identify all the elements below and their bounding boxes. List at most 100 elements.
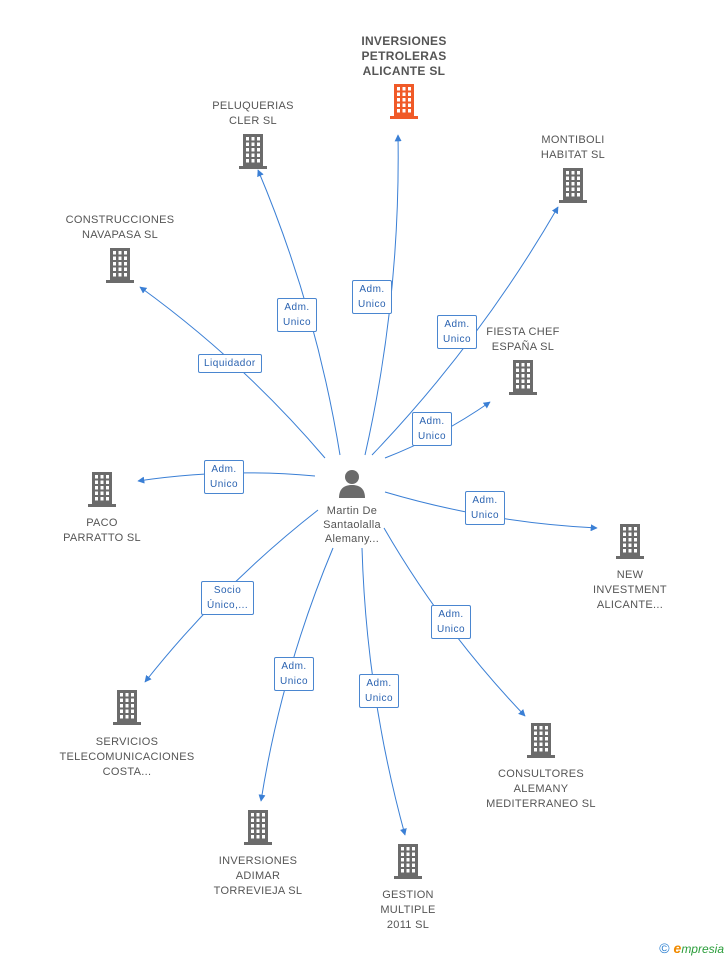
company-name-line: NEW	[616, 569, 644, 581]
company-name[interactable]: MONTIBOLI HABITAT SL	[498, 133, 648, 163]
company-name-line: INVERSIONES	[361, 34, 447, 48]
center-person-name-line: Martin De	[326, 505, 378, 517]
company-icon-wrap[interactable]	[183, 810, 333, 851]
company-name-line: CLER SL	[229, 115, 277, 127]
relation-label-line: Adm.	[281, 661, 307, 672]
company-node-peluquerias-cler[interactable]: PELUQUERIAS CLER SL	[178, 99, 328, 175]
company-icon-wrap[interactable]	[448, 360, 598, 401]
company-name-line: PELUQUERIAS	[212, 100, 294, 112]
relation-label-line: Liquidador	[204, 358, 256, 369]
company-icon-wrap[interactable]	[466, 723, 616, 764]
relation-label-line: Adm.	[211, 464, 237, 475]
footer-brand: ©empresia	[659, 940, 724, 956]
building-icon	[559, 168, 587, 203]
company-name-line: CONSULTORES	[497, 768, 585, 780]
relation-label-line: Adm.	[444, 319, 470, 330]
building-icon	[616, 524, 644, 559]
relation-label-line: Socio	[213, 585, 242, 596]
center-person-name-line: Santaolalla	[323, 519, 381, 531]
company-icon-wrap[interactable]	[27, 472, 177, 513]
company-node-servicios-telecom[interactable]: SERVICIOS TELECOMUNICACIONES COSTA...	[52, 690, 202, 780]
company-name-line: 2011 SL	[386, 919, 430, 931]
building-icon	[509, 360, 537, 395]
relation-label-line: Adm.	[438, 609, 464, 620]
company-name-line: INVESTMENT	[593, 584, 667, 596]
relation-label-gestion-multiple[interactable]: Adm.Unico	[359, 674, 400, 708]
building-icon	[88, 472, 116, 507]
relation-label-line: Adm.	[359, 284, 385, 295]
company-name-line: MEDITERRANEO SL	[486, 798, 596, 810]
relation-label-line: Adm.	[284, 302, 310, 313]
relation-label-inversiones-adimar[interactable]: Adm. Unico	[274, 657, 315, 691]
company-name-line: CONSTRUCCIONES	[65, 214, 175, 226]
company-name[interactable]: FIESTA CHEF ESPAÑA SL	[448, 325, 598, 355]
company-name-line: MONTIBOLI	[541, 134, 605, 146]
company-icon-wrap[interactable]	[498, 168, 648, 209]
company-node-fiesta-chef[interactable]: FIESTA CHEF ESPAÑA SL	[448, 325, 598, 401]
relation-label-line: Adm.	[472, 495, 498, 506]
relation-label-construcciones-navapasa[interactable]: Liquidador	[198, 354, 262, 373]
company-icon-wrap[interactable]	[52, 690, 202, 731]
company-name[interactable]: CONSTRUCCIONES NAVAPASA SL	[45, 213, 195, 243]
relation-label-line: Unico	[443, 334, 472, 345]
relation-label-line: Adm.	[366, 678, 392, 689]
company-name[interactable]: NEW INVESTMENT ALICANTE...	[555, 568, 705, 613]
relation-label-peluquerias-cler[interactable]: Adm. Unico	[277, 298, 318, 332]
building-icon	[106, 248, 134, 283]
company-node-construcciones-navapasa[interactable]: CONSTRUCCIONES NAVAPASA SL	[45, 213, 195, 289]
building-icon	[239, 134, 267, 169]
company-icon-wrap[interactable]	[178, 134, 328, 175]
relation-label-consultores-alemany[interactable]: Adm. Unico	[431, 605, 472, 639]
relation-label-new-investment[interactable]: Adm.Unico	[465, 491, 506, 525]
relation-label-line: Único,...	[207, 600, 249, 611]
company-name-line: PACO	[86, 517, 118, 529]
relation-label-line: Unico	[280, 676, 309, 687]
relation-label-paco-parratto[interactable]: Adm. Unico	[204, 460, 245, 494]
company-name-line: FIESTA CHEF	[486, 326, 560, 338]
relation-label-line: Adm.	[419, 416, 445, 427]
company-name-line: COSTA...	[102, 766, 152, 778]
brand-logo-initial: e	[673, 940, 682, 956]
relation-label-line: Unico	[283, 317, 312, 328]
center-person-name-line: Alemany...	[324, 533, 380, 545]
relation-label-inversiones-petroleras[interactable]: Adm. Unico	[352, 280, 393, 314]
company-name-line: ESPAÑA SL	[491, 341, 555, 353]
building-icon	[113, 690, 141, 725]
relation-label-montiboli-habitat[interactable]: Adm. Unico	[437, 315, 478, 349]
relation-label-line: Unico	[358, 299, 387, 310]
company-name-line: TORREVIEJA SL	[213, 885, 303, 897]
relation-label-line: Unico	[210, 479, 239, 490]
company-icon-wrap[interactable]	[45, 248, 195, 289]
brand-logo-name: mpresia	[681, 942, 724, 956]
company-icon-wrap[interactable]	[555, 524, 705, 565]
building-icon	[390, 84, 418, 119]
company-name-line: NAVAPASA SL	[81, 229, 159, 241]
relation-label-line: Unico	[418, 431, 447, 442]
relation-label-line: Unico	[437, 624, 466, 635]
company-node-new-investment[interactable]: NEW INVESTMENT ALICANTE...	[555, 524, 705, 613]
company-name-line: MULTIPLE	[380, 904, 436, 916]
company-name-line: TELECOMUNICACIONES	[59, 751, 195, 763]
company-name-line: SERVICIOS	[95, 736, 159, 748]
company-icon-wrap[interactable]	[329, 84, 479, 125]
company-icon-wrap[interactable]	[333, 844, 483, 885]
company-node-montiboli-habitat[interactable]: MONTIBOLI HABITAT SL	[498, 133, 648, 209]
company-name[interactable]: PELUQUERIAS CLER SL	[178, 99, 328, 129]
company-name-line: HABITAT SL	[540, 149, 606, 161]
company-name[interactable]: SERVICIOS TELECOMUNICACIONES COSTA...	[52, 735, 202, 780]
company-name-line: ALICANTE...	[596, 599, 664, 611]
relation-label-fiesta-chef[interactable]: Adm. Unico	[412, 412, 453, 446]
